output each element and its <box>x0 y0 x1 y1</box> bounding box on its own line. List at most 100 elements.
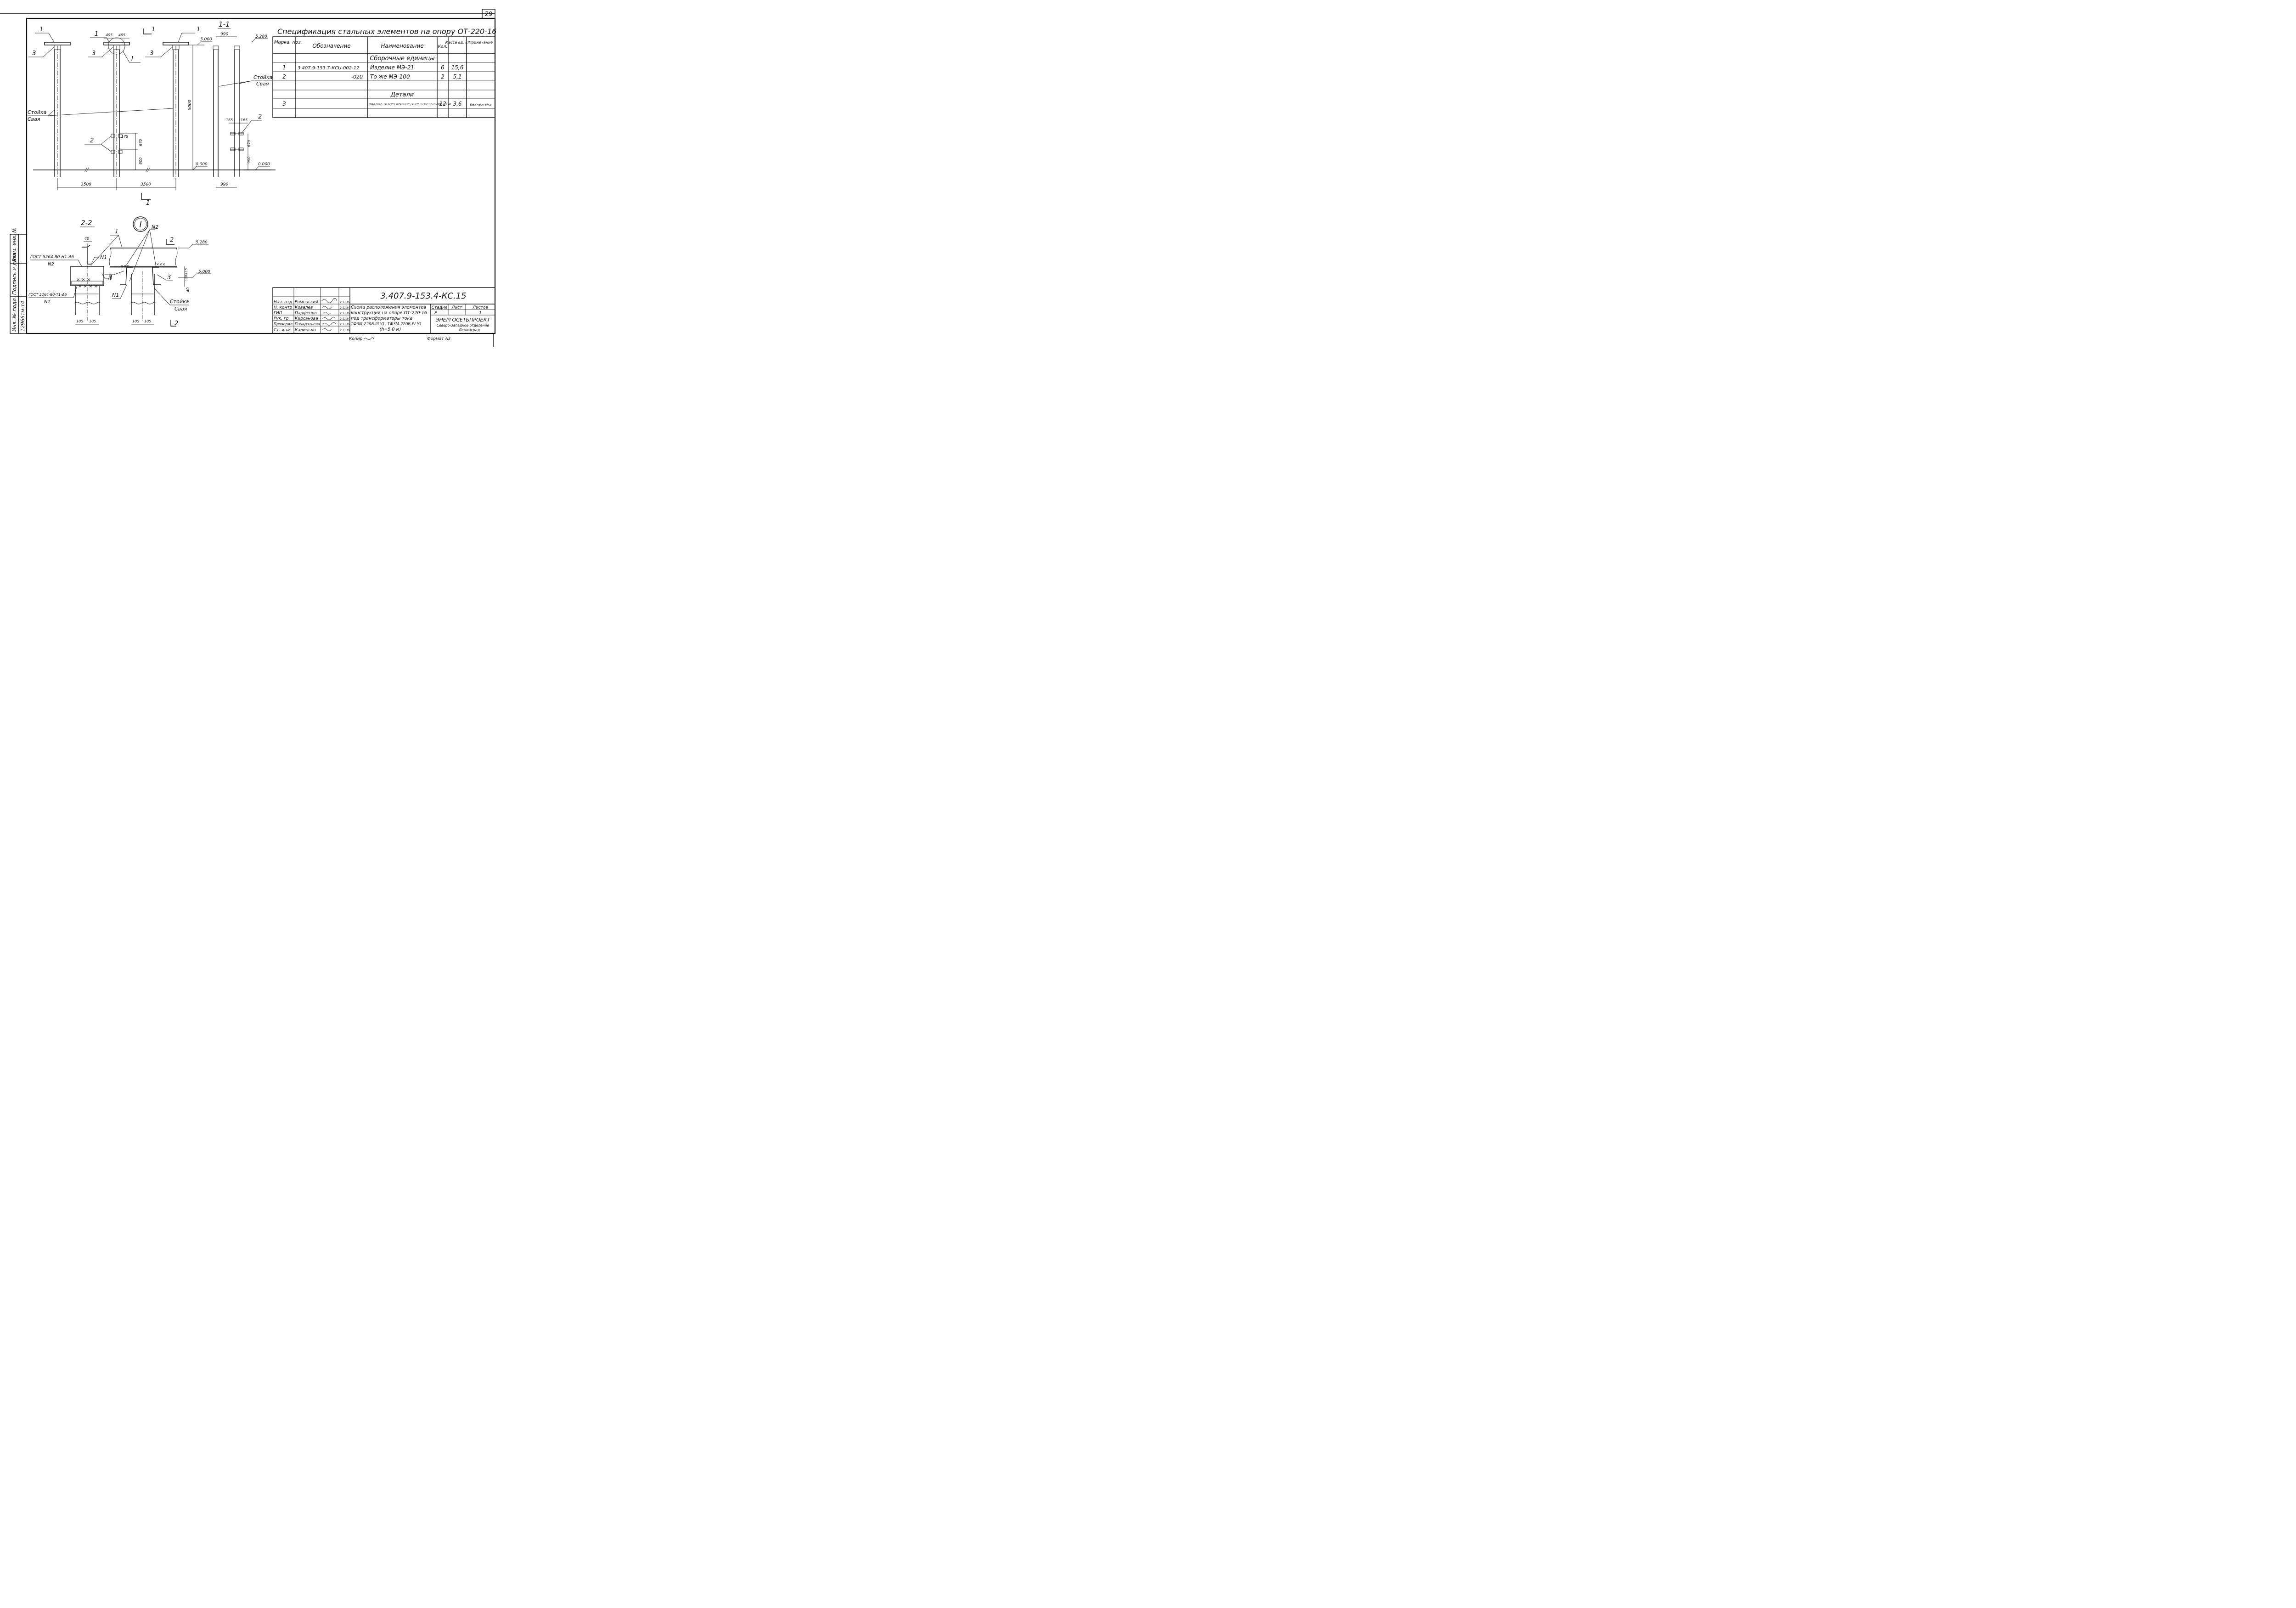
dim-990-bottom: 990 <box>220 182 228 187</box>
spec-row1-qty: 6 <box>441 64 445 71</box>
level-5000-detail: 5.000 <box>198 270 210 274</box>
tb-name-2: Ковалев <box>295 305 313 310</box>
inventory-label-2: Подпись и дата <box>11 253 17 295</box>
svg-text://: // <box>84 167 89 173</box>
level-5000: 5.000 <box>200 37 212 42</box>
spec-header-mass: Масса ед. кг <box>445 40 470 45</box>
post-left <box>44 42 71 181</box>
tb-role-5: Проверил <box>274 322 293 326</box>
detail-i-title: I <box>139 220 141 230</box>
label-pos1-right: 1 <box>197 26 200 33</box>
svg-text://: // <box>146 167 150 173</box>
spec-title: Спецификация стальных элементов на опору… <box>277 27 496 36</box>
label-stoyka-side: Стойка <box>253 74 273 80</box>
label-stoyka-left: Стойка <box>28 109 47 115</box>
spec-header-mark: Марка, поз. <box>274 40 302 45</box>
dim-3500-left: 3500 <box>81 182 91 187</box>
spec-row1-pos: 1 <box>282 64 286 71</box>
drawing-canvas: 29 Инв. № подл. Подпись и дата Взам. инв… <box>0 9 496 347</box>
label-pos1-mid: 1 <box>95 31 98 38</box>
spec-header-qty: Кол. <box>438 45 448 49</box>
label-svaya-detail: Свая <box>174 306 187 312</box>
label-svaya-left: Свая <box>28 116 40 122</box>
dim-120: 120±15 <box>185 268 188 281</box>
copier-signature <box>363 337 374 340</box>
label-pos2-elev: 2 <box>90 137 94 144</box>
label-pos3-detail-b: 3 <box>167 274 171 281</box>
dim-165-right: 165 <box>241 118 248 122</box>
label-n2-detail: N2 <box>152 224 158 230</box>
section-1-1-title: 1-1 <box>219 20 230 28</box>
tb-date-5: 2.11.87 <box>340 323 350 326</box>
tb-date-6: 2.11.87 <box>340 329 350 332</box>
dim-5000: 5000 <box>188 100 192 110</box>
signature-5 <box>322 322 337 326</box>
dim-105-b: 105 <box>89 319 96 323</box>
detail-circle <box>108 37 125 55</box>
tb-desc-2: конструкций на опоре ОТ-220-16 <box>351 310 427 316</box>
spec-row2-qty: 2 <box>441 73 445 80</box>
spec-group-details: Детали <box>390 91 414 98</box>
spec-row1-designation: 3.407.9-153.7-КСU-002-12 <box>298 66 359 71</box>
dim-40-detail: 40 <box>186 288 190 292</box>
tb-name-5: Панкратьева <box>295 322 320 326</box>
label-pos3-detail-a: 3 <box>108 274 112 281</box>
spec-row3-pos: 3 <box>282 101 286 107</box>
tb-role-3: ГИП <box>274 311 282 316</box>
tb-org: ЭНЕРГОСЕТЬПРОЕКТ <box>435 317 491 323</box>
section-mark-2-top: 2 <box>170 237 174 243</box>
tb-date-1: 2.11.87 <box>340 301 350 304</box>
tb-copied: Копир <box>349 337 363 341</box>
dim-40-sec2: 40 <box>84 237 89 241</box>
dim-105-d: 105 <box>144 319 151 323</box>
label-n1-sec2: N1 <box>100 254 107 260</box>
dim-105-a: 105 <box>76 319 83 323</box>
label-pos2-side: 2 <box>258 113 262 120</box>
svg-text:×××: ××× <box>156 262 165 266</box>
tb-date-3: 2.11.87 <box>340 312 350 315</box>
tb-role-6: Ст. инж <box>274 328 291 333</box>
tb-sheets-header: Листов <box>472 305 488 310</box>
spec-header-designation: Обозначение <box>312 43 350 49</box>
page-number: 29 <box>485 11 493 18</box>
tb-sheets: 1 <box>479 310 482 316</box>
title-block: Нач. отд Роменский 2.11.87 Н. контр Кова… <box>272 287 495 341</box>
signature-1 <box>321 298 338 303</box>
dim-670-side: 670 <box>247 140 251 147</box>
dim-165-left: 165 <box>226 118 233 122</box>
tb-role-2: Н. контр <box>274 305 293 310</box>
label-svaya-side: Свая <box>256 81 269 87</box>
level-0000-left: 0.000 <box>196 162 208 167</box>
tb-date-2: 2.11.87 <box>340 306 350 310</box>
spec-row2-name: То же МЭ-100 <box>370 73 410 80</box>
signature-4 <box>322 316 336 320</box>
tb-name-1: Роменский <box>295 300 318 305</box>
dim-990-top: 990 <box>220 32 228 37</box>
inventory-label-1: Инв. № подл. <box>11 297 17 332</box>
tb-sheet-header: Лист <box>451 305 463 310</box>
signature-3 <box>323 312 331 315</box>
tb-desc-5: (h=5.0 м) <box>380 327 401 332</box>
tb-desc-1: Схема расположения элементов <box>351 305 426 310</box>
dim-105-c: 105 <box>132 319 139 323</box>
spec-header-name: Наименование <box>381 43 423 49</box>
label-pos3-left: 3 <box>32 50 36 57</box>
tb-name-3: Парфенов <box>295 311 317 316</box>
tb-stage: Р <box>434 310 438 316</box>
tb-stage-header: Стадия <box>432 305 448 310</box>
label-pos3-sec2: 3 <box>108 275 112 282</box>
dim-670-elev: 670 <box>139 139 143 146</box>
tb-desc-3: под трансформаторы тока <box>351 316 412 321</box>
section-mark-2-bottom: 2 <box>174 320 178 327</box>
label-pos1-detail: 1 <box>115 228 118 235</box>
spec-group-assemblies: Сборочные единицы <box>370 55 434 62</box>
post-right <box>163 42 189 181</box>
spec-row3-name: Швеллер 16 ГОСТ 8240-72* / В Ст 3 ГОСТ 5… <box>369 103 451 106</box>
dim-900-side: 900 <box>247 157 251 164</box>
section-mark-bottom: 1 <box>146 200 150 207</box>
tb-desc-4: ТФЗМ-220Б-III У1, ТФЗМ-220Б-IV У1 <box>351 322 422 327</box>
label-pos3-mid: 3 <box>92 50 96 57</box>
spec-header-note: Примечание <box>469 40 493 45</box>
tb-name-4: Кирсанова <box>295 316 318 321</box>
elevation-view: // // <box>28 26 276 207</box>
